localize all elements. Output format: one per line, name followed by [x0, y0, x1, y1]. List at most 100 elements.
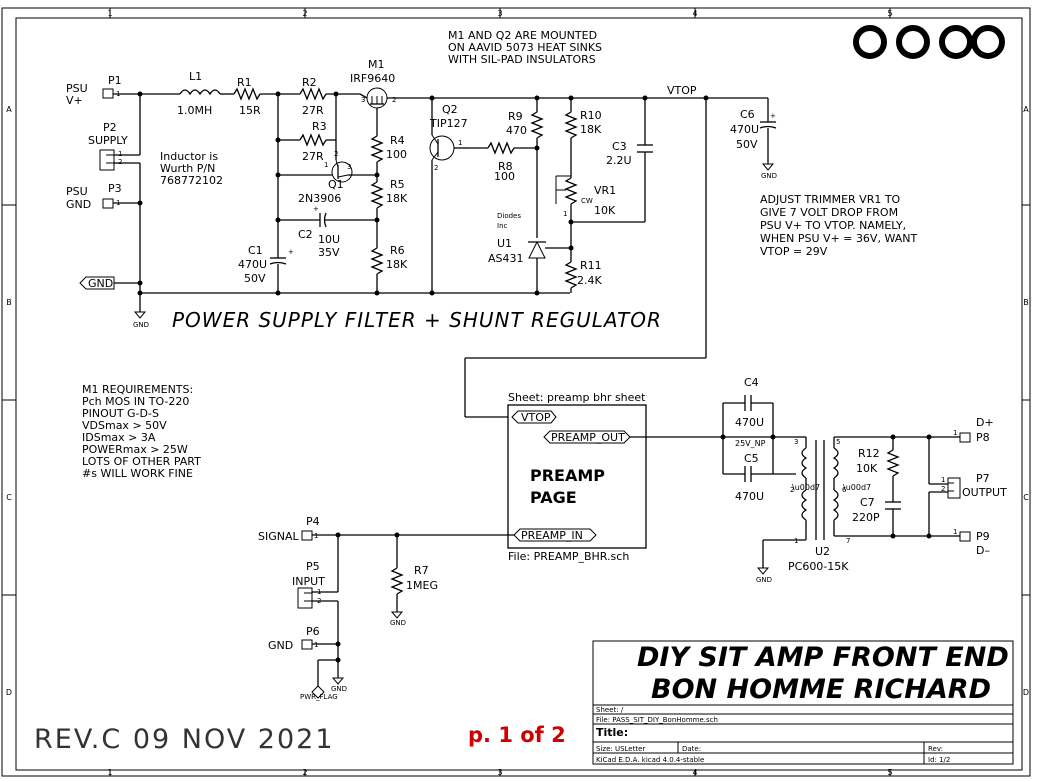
capacitor-c7: C7 220P: [852, 496, 901, 524]
col-tick: 3: [497, 768, 502, 777]
capacitor-c4: C4 470U: [723, 376, 773, 429]
svg-text:R5: R5: [390, 178, 405, 191]
svg-text:PREAMP_IN: PREAMP_IN: [521, 529, 583, 542]
svg-text:ADJUST TRIMMER VR1 TO: ADJUST TRIMMER VR1 TO: [760, 193, 901, 206]
row-tick: A: [1023, 105, 1029, 114]
vtop-net-label: VTOP: [667, 84, 697, 97]
svg-text:1: 1: [953, 429, 957, 437]
row-tick: B: [6, 298, 12, 307]
svg-text:P4: P4: [306, 515, 320, 528]
svg-text:Sheet: preamp bhr sheet: Sheet: preamp bhr sheet: [508, 391, 646, 404]
svg-text:SIGNAL: SIGNAL: [258, 530, 300, 543]
svg-text:CW: CW: [581, 197, 593, 205]
svg-text:470U: 470U: [735, 490, 764, 503]
svg-text:+: +: [313, 205, 319, 213]
resistor-r6: R6 18K: [370, 244, 408, 275]
svg-text:VTOP = 29V: VTOP = 29V: [760, 245, 828, 258]
drawing-frame: 1 2 3 4 5 1 2 3 4 5 A B C D A B C D: [1, 7, 1031, 777]
connector-p3: PSU GND P3 1: [66, 182, 140, 211]
connector-p4: P4 SIGNAL 1: [258, 515, 514, 543]
row-tick: A: [6, 105, 12, 114]
svg-text:2: 2: [790, 486, 794, 494]
svg-text:R9: R9: [508, 110, 523, 123]
resistor-r1: R1 15R: [233, 76, 261, 117]
m1-requirements-note: M1 REQUIREMENTS: Pch MOS IN TO-220 PINOU…: [82, 383, 201, 480]
svg-text:File: PREAMP_BHR.sch: File: PREAMP_BHR.sch: [508, 550, 629, 563]
resistor-r5: R5 18K: [370, 178, 408, 209]
svg-text:1: 1: [953, 528, 957, 536]
svg-text:R2: R2: [302, 76, 317, 89]
connector-p5: P5 INPUT 1 2: [292, 560, 338, 609]
svg-text:100: 100: [494, 170, 515, 183]
svg-text:INPUT: INPUT: [292, 575, 325, 588]
col-tick: 4: [692, 9, 697, 18]
svg-text:PSU V+ TO VTOP. NAMELY,: PSU V+ TO VTOP. NAMELY,: [760, 219, 906, 232]
svg-text:L1: L1: [189, 70, 202, 83]
connector-p9: P9 D– 1: [953, 528, 990, 557]
col-tick: 4: [692, 768, 697, 777]
shunt-regulator-u1: Diodes Inc U1 AS431: [488, 212, 571, 265]
pwr-flag: PWR_FLAG: [300, 685, 338, 701]
capacitor-c3: C3 2.2U: [606, 98, 653, 167]
preamp-sheet-block[interactable]: Sheet: preamp bhr sheet VTOP PREAMP_OUT …: [507, 391, 647, 563]
svg-text:KiCad E.D.A. kicad 4.0.4-stab: KiCad E.D.A. kicad 4.0.4-stable: [596, 756, 704, 764]
svg-text:GND: GND: [268, 639, 293, 652]
col-tick: 2: [302, 768, 307, 777]
svg-text:IDSmax > 3A: IDSmax > 3A: [82, 431, 156, 444]
svg-text:2.2U: 2.2U: [606, 154, 632, 167]
gnd-symbol-u2: GND: [756, 567, 772, 584]
svg-text:VR1: VR1: [594, 184, 616, 197]
svg-text:100: 100: [386, 148, 407, 161]
svg-text:R6: R6: [390, 244, 405, 257]
svg-text:50V: 50V: [244, 272, 266, 285]
svg-text:2: 2: [392, 96, 396, 104]
svg-text:V+: V+: [66, 94, 83, 107]
capacitor-c6: C6 470U 50V + GND: [730, 98, 777, 180]
col-tick: 3: [497, 9, 502, 18]
svg-text:Diodes: Diodes: [497, 212, 521, 220]
svg-text:GND: GND: [133, 321, 149, 329]
resistor-r9: R9 470: [506, 110, 544, 139]
svg-text:PREAMP: PREAMP: [530, 466, 605, 485]
svg-text:P5: P5: [306, 560, 320, 573]
svg-text:POWERmax > 25W: POWERmax > 25W: [82, 443, 188, 456]
capacitor-c5: 25V_NP C5 470U: [723, 439, 773, 503]
svg-text:3: 3: [794, 438, 798, 446]
svg-text:50V: 50V: [736, 138, 758, 151]
svg-text:15R: 15R: [239, 104, 261, 117]
svg-text:ON AAVID 5073 HEAT SINKS: ON AAVID 5073 HEAT SINKS: [448, 41, 602, 54]
trimmer-vr1: VR1 CW 10K 1: [555, 175, 616, 218]
svg-text:Pch MOS IN TO-220: Pch MOS IN TO-220: [82, 395, 189, 408]
svg-text:2N3906: 2N3906: [298, 192, 341, 205]
svg-text:#s WILL WORK FINE: #s WILL WORK FINE: [82, 467, 193, 480]
svg-text:C1: C1: [248, 244, 263, 257]
svg-text:6: 6: [842, 486, 847, 494]
row-tick: D: [6, 688, 12, 697]
transistor-q1: Q1 2N3906 1 3 2: [298, 150, 377, 205]
svg-text:GND: GND: [88, 277, 113, 290]
svg-text:P6: P6: [306, 625, 320, 638]
svg-text:P2: P2: [103, 121, 117, 134]
svg-text:220P: 220P: [852, 511, 880, 524]
svg-text:P9: P9: [976, 530, 990, 543]
svg-text:AS431: AS431: [488, 252, 524, 265]
svg-text:SUPPLY: SUPPLY: [88, 134, 128, 147]
svg-text:Inc: Inc: [497, 222, 508, 230]
svg-text:GND: GND: [331, 685, 347, 693]
svg-text:R12: R12: [858, 447, 880, 460]
svg-text:LOTS OF OTHER PART: LOTS OF OTHER PART: [82, 455, 201, 468]
svg-text:P7: P7: [976, 472, 990, 485]
svg-text:R3: R3: [312, 120, 327, 133]
svg-text:18K: 18K: [386, 258, 408, 271]
row-tick: C: [6, 493, 12, 502]
resistor-r7: R7 1MEG GND: [390, 535, 438, 627]
svg-text:2: 2: [434, 164, 438, 172]
svg-text:1MEG: 1MEG: [406, 579, 438, 592]
capacitor-c1: C1 + 470U 50V: [238, 244, 294, 285]
svg-text:IRF9640: IRF9640: [350, 72, 395, 85]
connector-p7: P7 OUTPUT 1 2: [929, 472, 1007, 499]
svg-text:18K: 18K: [580, 123, 602, 136]
svg-text:470U: 470U: [730, 123, 759, 136]
svg-text:P3: P3: [108, 182, 122, 195]
svg-text:PREAMP_OUT: PREAMP_OUT: [551, 431, 625, 444]
